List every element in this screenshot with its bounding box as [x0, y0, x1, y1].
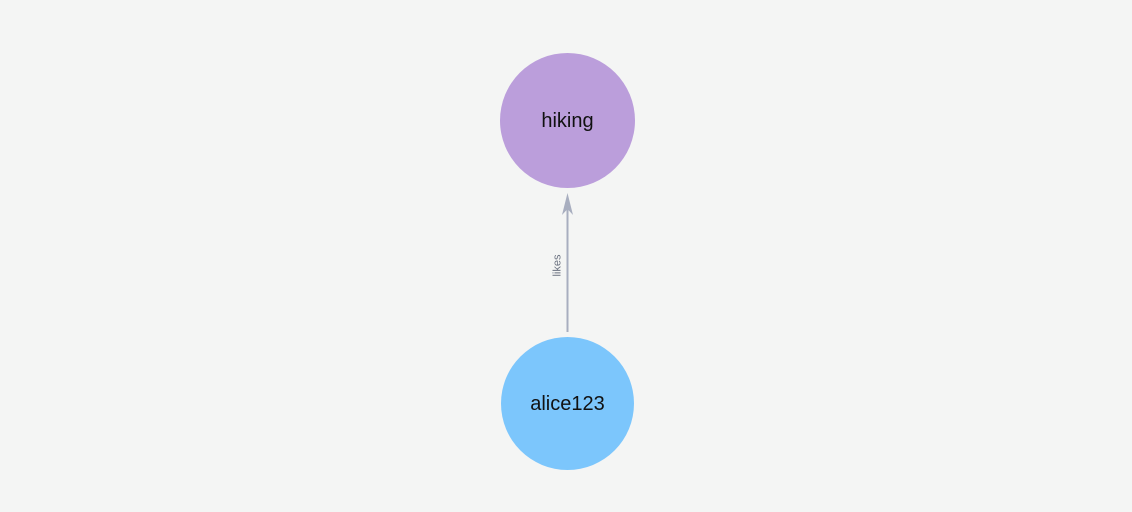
graph-node-alice123-label: alice123 — [530, 392, 605, 415]
edge-arrowhead-icon — [562, 193, 573, 215]
graph-edge-label-likes: likes — [551, 254, 564, 277]
graph-node-alice123[interactable]: alice123 — [501, 337, 634, 470]
graph-node-hiking-label: hiking — [541, 109, 594, 132]
graph-node-hiking[interactable]: hiking — [500, 53, 635, 188]
